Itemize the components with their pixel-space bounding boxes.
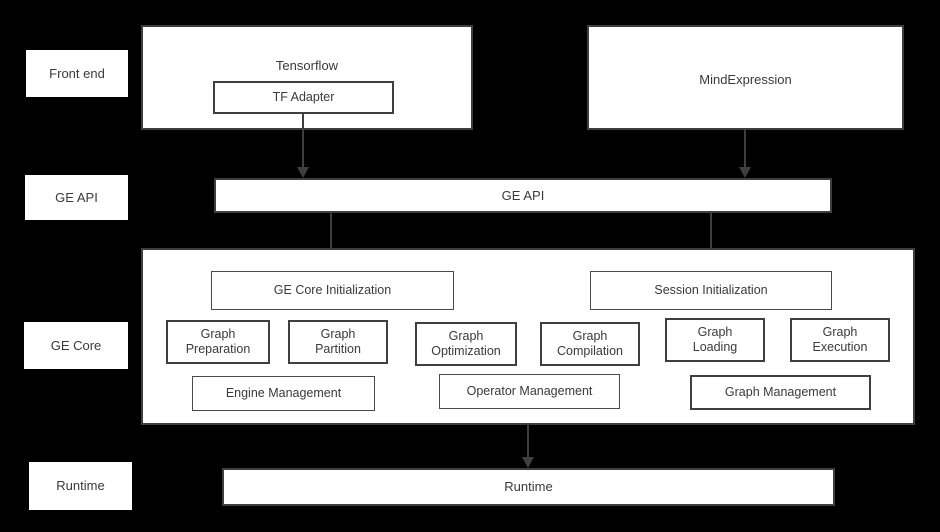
stage-label-ge-core-text: GE Core bbox=[50, 337, 102, 353]
arrow-shaft bbox=[710, 213, 712, 260]
operator-management-box[interactable]: Operator Management bbox=[439, 374, 620, 409]
session-initialization-box[interactable]: Session Initialization bbox=[590, 271, 832, 310]
graph-execution-label: Graph Execution bbox=[812, 325, 868, 354]
arrow-shaft bbox=[527, 425, 529, 457]
tensorflow-title: Tensorflow bbox=[275, 58, 339, 73]
graph-management-box[interactable]: Graph Management bbox=[690, 375, 871, 410]
graph-preparation-label: Graph Preparation bbox=[185, 327, 251, 356]
arrow-shaft bbox=[744, 130, 746, 167]
graph-optimization-box[interactable]: Graph Optimization bbox=[415, 322, 517, 366]
mindexpression-title: MindExpression bbox=[699, 72, 792, 87]
graph-optimization-label: Graph Optimization bbox=[431, 329, 501, 358]
stage-label-front-end: Front end bbox=[26, 50, 128, 97]
ge-core-initialization-box[interactable]: GE Core Initialization bbox=[211, 271, 454, 310]
runtime-bar[interactable]: Runtime bbox=[222, 468, 835, 506]
stage-label-runtime: Runtime bbox=[29, 462, 132, 510]
mindexpression-frame: MindExpression bbox=[587, 25, 904, 130]
session-initialization-label: Session Initialization bbox=[654, 283, 768, 298]
graph-partition-label: Graph Partition bbox=[315, 327, 361, 356]
engine-management-box[interactable]: Engine Management bbox=[192, 376, 375, 411]
stage-label-ge-api-text: GE API bbox=[55, 189, 98, 205]
tf-adapter-box[interactable]: TF Adapter bbox=[213, 81, 394, 114]
graph-preparation-box[interactable]: Graph Preparation bbox=[166, 320, 270, 364]
arrow-head bbox=[522, 457, 534, 468]
arrow-tf-adapter-to-ge-api bbox=[297, 113, 309, 178]
ge-api-bar[interactable]: GE API bbox=[214, 178, 832, 213]
arrow-head bbox=[297, 167, 309, 178]
runtime-bar-label: Runtime bbox=[504, 479, 553, 495]
graph-loading-box[interactable]: Graph Loading bbox=[665, 318, 765, 362]
graph-compilation-label: Graph Compilation bbox=[556, 329, 623, 358]
ge-api-bar-label: GE API bbox=[501, 187, 545, 203]
tf-adapter-label: TF Adapter bbox=[272, 90, 335, 105]
stage-label-runtime-text: Runtime bbox=[56, 478, 105, 494]
arrow-shaft bbox=[330, 213, 332, 260]
ge-core-initialization-label: GE Core Initialization bbox=[273, 283, 392, 298]
stage-label-ge-core: GE Core bbox=[24, 322, 128, 369]
graph-execution-box[interactable]: Graph Execution bbox=[790, 318, 890, 362]
arrow-head bbox=[739, 167, 751, 178]
graph-partition-box[interactable]: Graph Partition bbox=[288, 320, 388, 364]
stage-label-front-end-text: Front end bbox=[49, 65, 105, 81]
arrow-ge-core-to-runtime bbox=[522, 425, 534, 468]
graph-management-label: Graph Management bbox=[724, 385, 837, 400]
arrow-shaft bbox=[302, 113, 304, 167]
engine-management-label: Engine Management bbox=[225, 386, 342, 401]
graph-compilation-box[interactable]: Graph Compilation bbox=[540, 322, 640, 366]
arrow-mindexpression-to-ge-api bbox=[739, 130, 751, 178]
graph-loading-label: Graph Loading bbox=[692, 325, 738, 354]
operator-management-label: Operator Management bbox=[466, 384, 593, 399]
stage-label-ge-api: GE API bbox=[25, 175, 128, 220]
